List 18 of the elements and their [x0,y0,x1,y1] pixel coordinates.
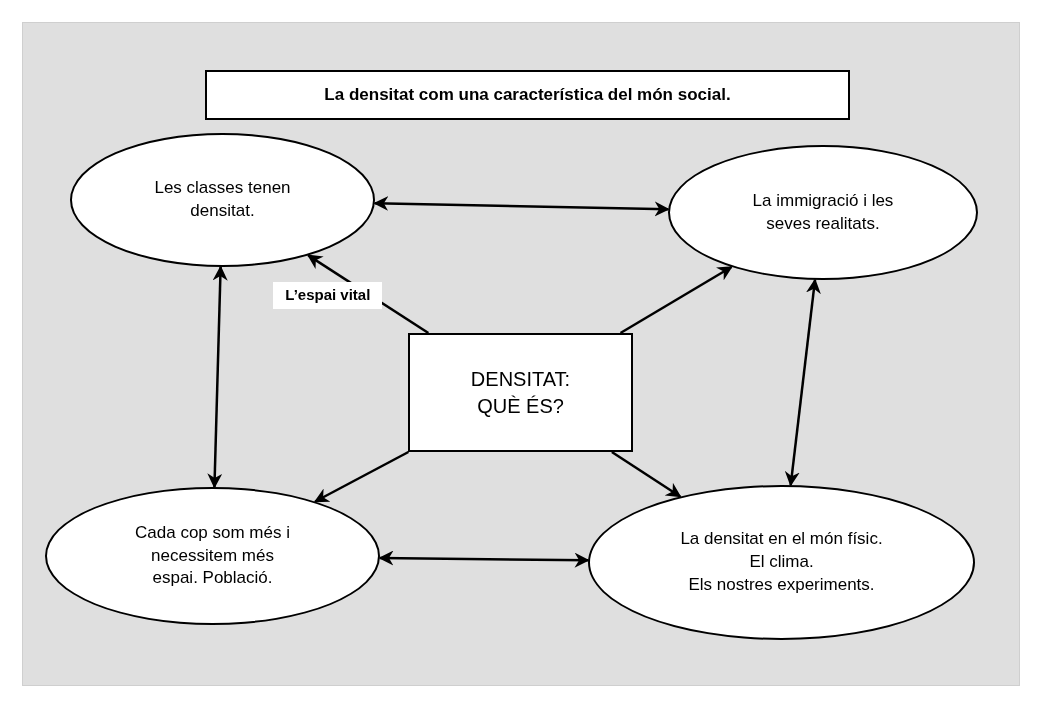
arrow [619,265,733,335]
node-text: Cada cop som més i necessitem més espai. Població. [135,521,290,590]
node-text: Els nostres experiments. [688,573,875,596]
node-text: DENSITAT: QUÈ ÉS? [469,366,572,419]
central-box [408,333,633,452]
arrow [784,278,821,487]
arrow [373,195,670,217]
node-text: La densitat com una característica del món social. [324,83,731,106]
node-text: El clima. [749,551,814,574]
node-text: Les classes tenen densitat. [153,177,292,222]
edge-label: L’espai vital [273,282,383,309]
node-text: La immigració i les seves realitats. [751,189,895,235]
arrow [207,265,228,489]
arrow [378,550,590,568]
arrow [313,450,409,503]
arrow [611,450,682,498]
heading-box [205,70,850,120]
node-text: La densitat en el món físic. [680,528,883,551]
